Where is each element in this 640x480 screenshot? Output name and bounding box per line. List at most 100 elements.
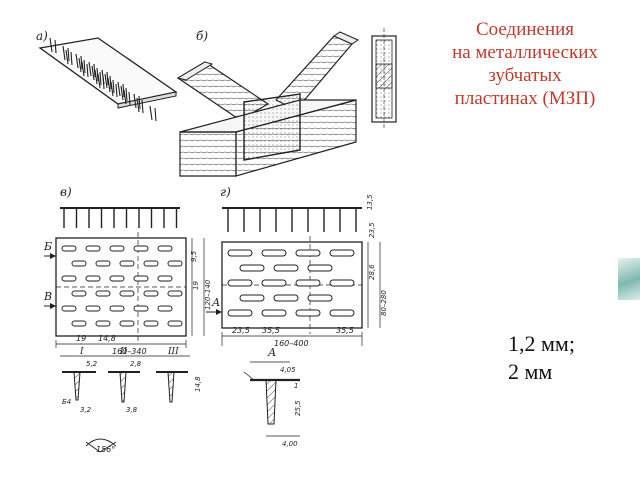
tooth-spike [96,67,99,82]
slot [143,260,159,267]
slot [329,249,355,257]
tooth-spike [54,39,57,54]
tooth-spike [104,73,108,89]
slot [109,275,125,282]
tooth-details: I II III 5,2 Б4 3,2 2,8 3,8 14,8 156° [60,347,202,454]
slot [273,294,299,302]
plate-thickness-note: 1,2 мм; 2 мм [508,330,575,386]
tooth-spike [110,81,114,97]
slot [109,245,125,252]
tooth-spike [112,79,115,94]
detail-dim-3: 3,2 [80,406,92,414]
mark-II: II [119,347,128,357]
angle-label: 156° [96,445,115,454]
tooth-spike [75,53,79,69]
section-dim-1: 4,05 [280,366,296,374]
slot [157,275,173,282]
slot [157,245,173,252]
dim-v-bottom-total: 160–340 [112,347,147,356]
slot [227,279,253,287]
slot [261,279,287,287]
slot [261,249,287,257]
dim-g-right-2: 28,6 [368,264,376,280]
tooth-spike [91,65,95,81]
thickness-line-2: 2 мм [508,359,553,384]
tooth-spike [109,75,112,90]
decorative-corner-mark [618,258,640,300]
slot [61,305,77,312]
dim-g-bottom-2: 35,5 [262,326,280,335]
slot [227,249,253,257]
section-dim-3: 4,00 [282,440,298,448]
tooth-spike [141,99,144,114]
slot [143,320,159,327]
figure-a-toothed-plate: а) [36,29,178,122]
dim-g-bottom-3: 35,5 [336,326,354,335]
tooth-spike [125,87,128,102]
slot [95,290,111,297]
dim-g-right-1: 23,5 [368,222,376,238]
figure-v-label: в) [60,185,72,199]
section-A-detail: А 4,05 1 25,5 4,00 [243,346,302,448]
tooth-spike [65,49,69,65]
tooth-spike [78,57,82,73]
title-line-4: пластинах (МЗП) [454,88,596,109]
slot [329,309,355,317]
slot [167,320,183,327]
tooth-spike [117,81,121,97]
title-line-1: Соединения [475,19,575,40]
slot [119,290,135,297]
dim-g-top: 13,5 [366,194,374,210]
slot [71,290,87,297]
slot [61,275,77,282]
figure-a-label: а) [36,29,48,43]
slot [133,305,149,312]
slot [133,245,149,252]
tooth-spike [86,63,89,78]
tooth-spike [123,89,127,105]
plate-section-detail [371,28,397,128]
tooth-spike [67,47,70,62]
slot [61,245,77,252]
slot [307,264,333,272]
dim-v-right-3: 120–140 [204,279,212,310]
slot [85,245,101,252]
slot [109,305,125,312]
tooth-spike [81,61,85,77]
section-dim-2: 1 [294,382,298,390]
detail-dim-4: 3,8 [126,406,138,414]
tooth-spike [107,77,111,93]
figure-g-label: г) [220,185,231,199]
slot [85,275,101,282]
slot [239,294,265,302]
section-dim-4: 25,5 [294,400,302,416]
mark-III: III [167,347,179,357]
figure-g-plate-plan: г) 13,5 А 23,5 35,5 35,5 160–400 23,5 28… [206,185,388,348]
slide-title: Соединения на металлических зубчатых пла… [425,18,625,110]
slot [95,260,111,267]
detail-dim-5: 14,8 [194,376,202,392]
slot [71,320,87,327]
dim-v-right-1: 9,5 [190,250,198,262]
slot [95,320,111,327]
slot [295,249,321,257]
tooth-spike [88,61,92,77]
tooth-spike [97,73,101,89]
dim-v-right-2: 19 [192,281,200,290]
arrow-V-label: В [43,290,52,303]
tooth-spike [102,75,105,90]
tooth-spike [70,51,73,66]
dim-v-bottom-2: 14,8 [98,334,116,343]
tooth-spike [83,59,86,74]
arrow-B-label: Б [43,240,52,253]
slot [295,309,321,317]
title-line-3: зубчатых [488,65,562,86]
tooth-spike [93,63,96,78]
tooth-spike [115,83,118,98]
slot [273,264,299,272]
tooth-spike [120,85,124,101]
slot [167,290,183,297]
dim-g-right-3: 80–280 [380,290,388,316]
slot [227,309,253,317]
